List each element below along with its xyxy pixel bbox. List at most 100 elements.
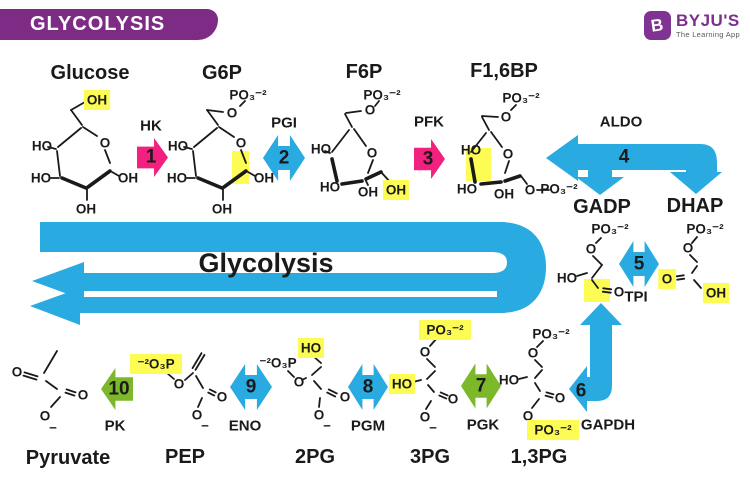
bond bbox=[592, 255, 603, 266]
bond bbox=[65, 388, 77, 394]
loop-return-bar-2 bbox=[80, 297, 505, 313]
enzyme-label-pfk: PFK bbox=[414, 114, 444, 131]
atom-label: O bbox=[294, 375, 305, 390]
atom-label: O bbox=[448, 392, 459, 407]
aldo-bar bbox=[578, 144, 722, 194]
atom-label: HO bbox=[167, 171, 187, 186]
bond bbox=[427, 384, 435, 393]
molecule-name-pg2: 2PG bbox=[295, 446, 335, 468]
atom-label: O bbox=[503, 147, 514, 162]
atom-label: HO bbox=[499, 373, 519, 388]
bond bbox=[326, 391, 337, 398]
highlight bbox=[527, 420, 579, 440]
bond bbox=[218, 126, 235, 138]
enzyme-label-pk: PK bbox=[105, 418, 126, 435]
atom-label: HO bbox=[557, 271, 577, 286]
highlight bbox=[658, 269, 676, 289]
bond bbox=[676, 277, 686, 281]
step-6-number: 6 bbox=[576, 381, 587, 402]
step-9-number: 9 bbox=[246, 377, 257, 398]
bond bbox=[602, 287, 613, 291]
bond bbox=[490, 131, 503, 148]
bond bbox=[518, 376, 528, 380]
bond bbox=[184, 372, 194, 381]
atom-label: O bbox=[236, 136, 247, 151]
bond bbox=[324, 150, 331, 154]
arrow-shape bbox=[619, 241, 659, 287]
molecule-name-pep: PEP bbox=[165, 446, 205, 468]
atom-label: HO bbox=[320, 180, 340, 195]
bond bbox=[689, 254, 698, 263]
bond bbox=[208, 388, 217, 394]
bond bbox=[534, 382, 541, 392]
bond bbox=[469, 157, 477, 184]
bond bbox=[197, 397, 203, 408]
atom-label: O bbox=[555, 391, 566, 406]
arrow-shape bbox=[461, 363, 501, 409]
bond bbox=[247, 171, 256, 177]
page-title: GLYCOLYSIS bbox=[30, 13, 166, 35]
bond bbox=[239, 100, 246, 107]
bond bbox=[364, 170, 383, 181]
arrow-shape bbox=[348, 364, 388, 410]
atom-label: ⁻²O₃P bbox=[137, 357, 174, 372]
step-2-number: 2 bbox=[279, 148, 290, 169]
bond bbox=[240, 149, 247, 164]
bond bbox=[56, 150, 61, 177]
atom-label: O bbox=[340, 390, 351, 405]
highlight bbox=[702, 283, 730, 303]
atom-label: OH bbox=[212, 202, 232, 217]
atom-label: ⁻²O₃P bbox=[259, 356, 296, 371]
bond bbox=[57, 127, 82, 148]
highlight bbox=[388, 374, 416, 394]
bond bbox=[544, 394, 554, 399]
atom-label: PO₃⁻² bbox=[502, 91, 540, 106]
atom-label: – bbox=[323, 418, 331, 433]
bond bbox=[504, 160, 510, 174]
atom-label: O bbox=[217, 390, 228, 405]
bond bbox=[192, 150, 197, 177]
byjus-logo-text: BYJU'S The Learning App bbox=[676, 12, 740, 39]
atom-label: OH bbox=[706, 286, 726, 301]
enzyme-label-aldo: ALDO bbox=[600, 114, 643, 131]
byjus-logo[interactable]: B BYJU'S The Learning App bbox=[643, 11, 740, 40]
step-3-number: 3 bbox=[423, 149, 434, 170]
atom-label: O bbox=[523, 409, 534, 424]
step-5-number: 5 bbox=[634, 254, 645, 275]
bond bbox=[439, 391, 449, 397]
bond bbox=[425, 400, 432, 410]
enzyme-label-pgk: PGK bbox=[467, 417, 500, 434]
bond bbox=[111, 171, 120, 177]
highlight bbox=[130, 354, 182, 374]
bond bbox=[601, 290, 612, 294]
bond bbox=[479, 180, 503, 186]
molecule-name-glucose: Glucose bbox=[51, 62, 130, 84]
atom-label: OH bbox=[76, 202, 96, 217]
bond bbox=[43, 350, 58, 374]
atom-label: O bbox=[586, 242, 597, 257]
atom-label: OH bbox=[118, 171, 138, 186]
bond bbox=[86, 169, 112, 189]
highlight bbox=[419, 320, 471, 340]
bond bbox=[374, 100, 380, 107]
loop-return-bar-1 bbox=[84, 273, 505, 291]
atom-label: O bbox=[614, 285, 625, 300]
molecule-name-pg13: 1,3PG bbox=[511, 446, 568, 468]
atom-label: O bbox=[420, 410, 431, 425]
glycolysis-loop-arrow: Glycolysis bbox=[30, 222, 546, 325]
bond bbox=[675, 274, 685, 278]
bond bbox=[82, 126, 98, 137]
loop-gap bbox=[90, 291, 497, 297]
bond bbox=[194, 353, 206, 371]
bond bbox=[22, 374, 38, 381]
